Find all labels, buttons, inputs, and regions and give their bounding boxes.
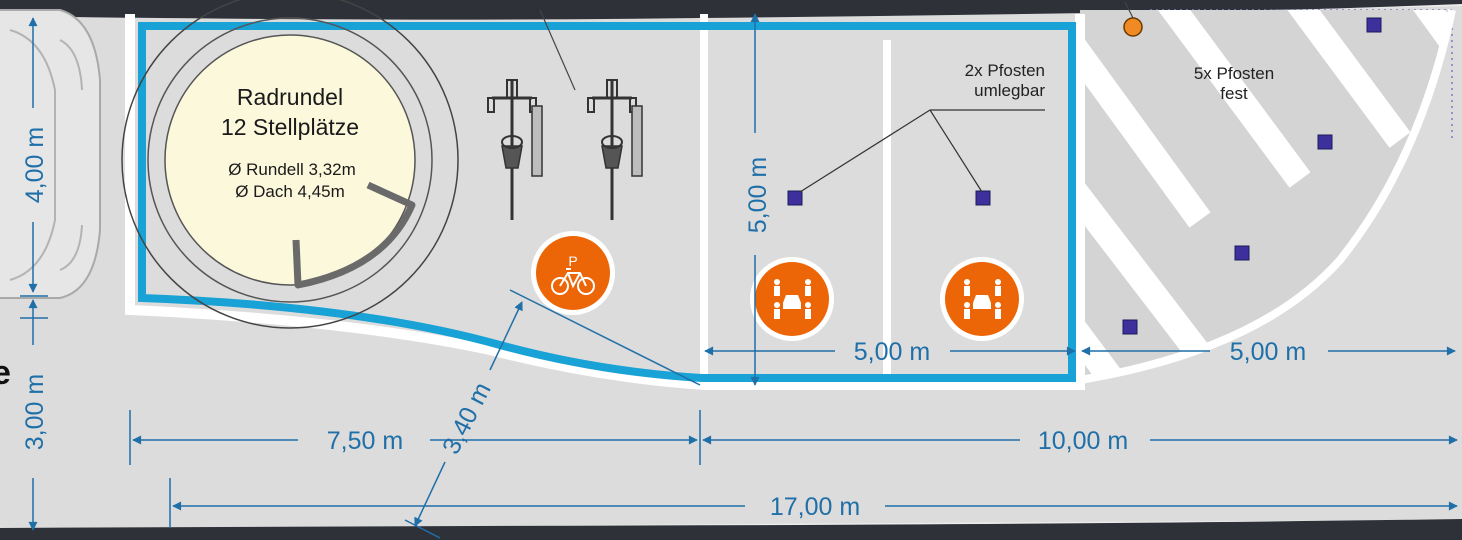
dim-left-gap [20, 299, 48, 531]
dim-diagonal [404, 289, 701, 539]
rundel-base [164, 34, 416, 286]
dim-bay-width-label: 5,00 m [854, 338, 930, 366]
carsharing-icon [964, 279, 1001, 319]
dim-bay-depth-label: 5,00 m [744, 157, 772, 233]
bike-parking-letter: P [568, 253, 577, 269]
carsharing-sign-1 [750, 257, 834, 341]
rundel-diameter: Ø Rundell 3,32m [228, 160, 356, 179]
car-outline-icon [0, 9, 101, 299]
post-marker-icon [787, 190, 803, 206]
road-bottom-band [0, 519, 1462, 540]
edge-letter: e [0, 354, 11, 392]
posts-fixed-label-1: 5x Pfosten [1194, 64, 1274, 83]
post-marker-icon [1234, 245, 1250, 261]
rundel-places: 12 Stellplätze [221, 114, 359, 140]
carsharing-sign-2 [940, 257, 1024, 341]
post-marker-icon [1366, 17, 1382, 33]
posts-foldable-label-1: 2x Pfosten [965, 61, 1045, 80]
post-marker-icon [1122, 319, 1138, 335]
post-markers [787, 17, 1382, 335]
bicycle-icon [551, 268, 595, 295]
dim-total [169, 478, 1458, 528]
dim-car-length [20, 17, 48, 297]
posts-foldable-label-2: umlegbar [974, 81, 1045, 100]
post-marker-icon [1317, 134, 1333, 150]
posts-fixed-label-2: fest [1220, 84, 1248, 103]
posts-foldable-leader-2 [929, 109, 983, 193]
road-top-band [0, 0, 1462, 21]
dim-hatch-width-label: 5,00 m [1230, 338, 1306, 366]
rundel-title: Radrundel [237, 84, 343, 110]
dim-car-length-label: 4,00 m [21, 127, 49, 203]
bicycle-topview-icon [487, 79, 543, 220]
posts-foldable-leader-1 [799, 109, 931, 193]
orange-post-marker [1123, 17, 1143, 37]
dim-left-gap-label: 3,00 m [21, 374, 49, 450]
boundary-line [138, 22, 1076, 382]
bike-parking-sign: P [531, 231, 615, 315]
roof-arc [292, 181, 416, 289]
parking-white-outline [125, 14, 1085, 390]
dim-car-section-label: 10,00 m [1038, 427, 1128, 455]
bicycle-topview-icon [587, 79, 643, 220]
roof-diameter: Ø Dach 4,45m [235, 182, 345, 201]
radrundel: Radrundel 12 Stellplätze Ø Rundell 3,32m… [121, 0, 459, 329]
roof-outline [121, 0, 459, 329]
orange-post-leader [1124, 1, 1134, 19]
bike-leader-line [539, 9, 576, 91]
dim-total-label: 17,00 m [770, 493, 860, 521]
rundel-inner-ring [147, 17, 433, 303]
dim-bike-section-label: 7,50 m [327, 427, 403, 455]
post-marker-icon [975, 190, 991, 206]
carsharing-icon [774, 279, 811, 319]
dim-bike-section [129, 410, 701, 465]
